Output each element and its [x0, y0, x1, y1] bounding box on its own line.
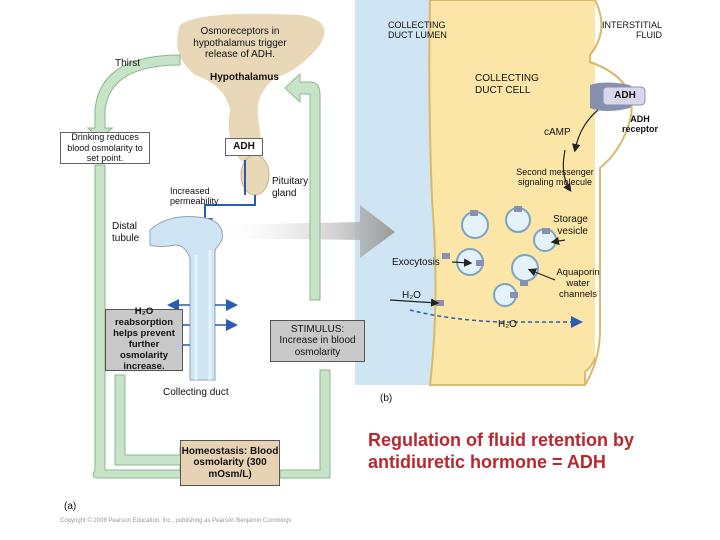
exocytosis-label: Exocytosis [392, 257, 440, 268]
hypothalamus-label: Hypothalamus [210, 72, 279, 83]
pituitary-gland-label: Pituitary gland [272, 176, 309, 199]
lumen-label: COLLECTING DUCT LUMEN [388, 20, 447, 41]
camp-label: cAMP [544, 127, 571, 138]
thirst-label: Thirst [115, 58, 140, 69]
panel-a-label: (a) [64, 501, 77, 512]
aquaporin-label: Aquaporin water channels [556, 267, 600, 300]
interstitial-label: INTERSTITIAL FLUID [601, 20, 662, 41]
panel-b-label: (b) [380, 393, 393, 404]
storage-vesicles [456, 207, 557, 307]
panel-link-arrow [215, 205, 395, 258]
homeostasis-box: Homeostasis: Blood osmolarity (300 mOsm/… [180, 440, 280, 486]
aquaporin-proteins [436, 206, 550, 306]
increased-permeability-label: Increased permeability [170, 186, 219, 207]
stimulus-box: STIMULUS: Increase in blood osmolarity [270, 320, 365, 362]
adh-b-label: ADH [614, 90, 636, 101]
caption-title: Regulation of fluid retention by antidiu… [368, 430, 634, 472]
water-flow-arrow [409, 309, 583, 328]
collecting-duct-label: Collecting duct [163, 387, 229, 398]
adh-receptor-label: ADH receptor [621, 114, 658, 135]
distal-tubule-shape [149, 216, 223, 381]
reabsorption-box: H₂O reabsorption helps prevent further o… [105, 306, 183, 372]
h2o-left-label: H₂O [402, 290, 421, 301]
adh-pituitary-box: ADH [225, 138, 263, 156]
storage-vesicle-label: Storage vesicle [552, 214, 588, 237]
second-messenger-label: Second messenger signaling molecule [516, 167, 594, 188]
hypothalamus-shape [177, 13, 325, 164]
copyright-text: Copyright © 2008 Pearson Education, Inc.… [60, 518, 292, 524]
distal-tubule-label: Distal tubule [112, 221, 140, 244]
h2o-right-label: H₂O [498, 319, 517, 330]
duct-cell-label: COLLECTING DUCT CELL [475, 73, 539, 96]
drinking-box: Drinking reduces blood osmolarity to set… [60, 132, 150, 164]
osmoreceptors-label: Osmoreceptors in hypothalamus trigger re… [193, 26, 287, 60]
